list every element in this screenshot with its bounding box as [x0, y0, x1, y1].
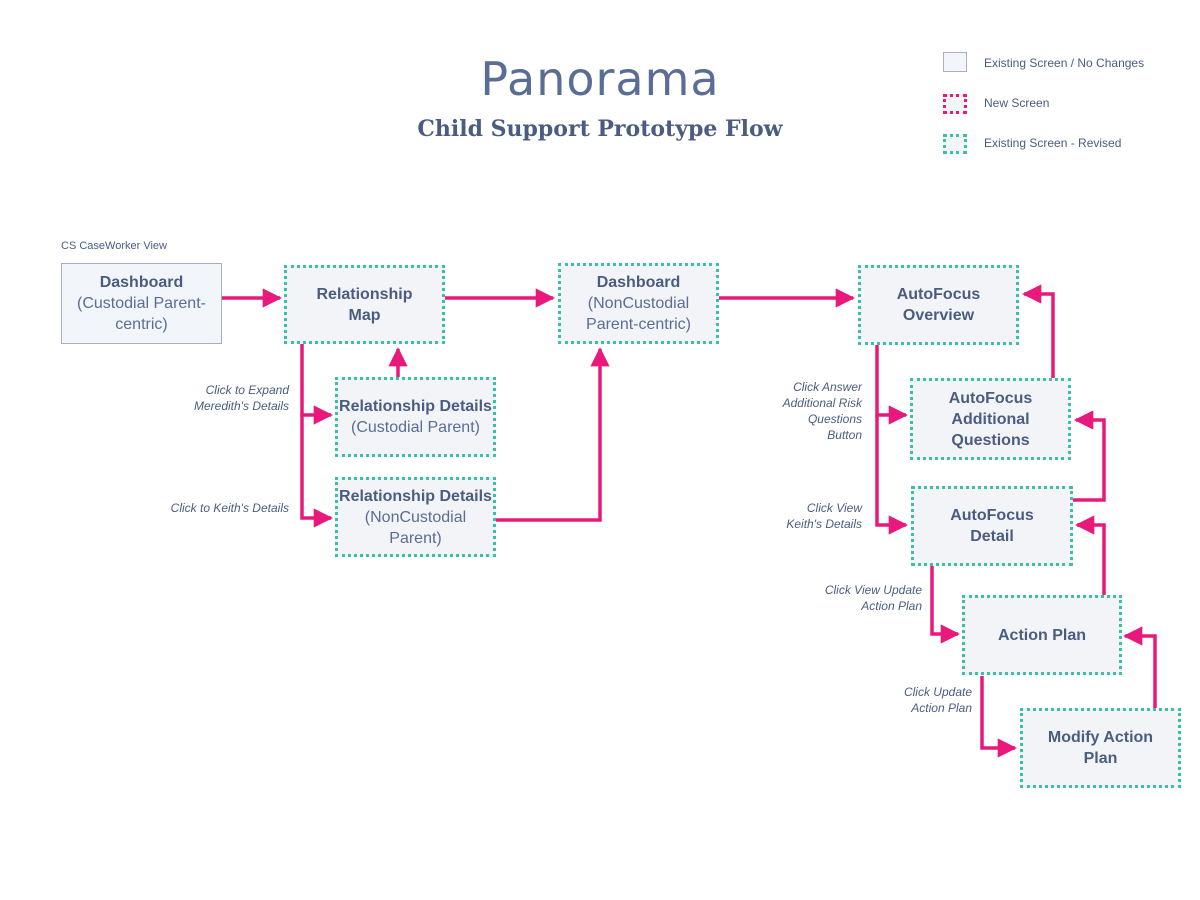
edge-label-view-keith: Click View Keith's Details	[786, 501, 862, 531]
node-dashboard-custodial[interactable]: Dashboard (Custodial Parent-centric)	[61, 263, 222, 344]
node-relationship-map[interactable]: Relationship Map	[284, 265, 445, 344]
arrow-questions-to-overview	[1022, 284, 1055, 378]
node-relationship-details-custodial[interactable]: Relationship Details (Custodial Parent)	[335, 377, 496, 457]
legend-swatch-existing	[943, 52, 967, 72]
diagram-subtitle: Child Support Prototype Flow	[417, 116, 783, 142]
edge-label-expand-meredith: Click to Expand Meredith's Details	[194, 383, 289, 413]
arrow-rel-details-ncp-to-dashboard-ncp	[496, 347, 610, 522]
node-title: Dashboard	[596, 274, 681, 291]
node-title: Dashboard	[99, 274, 184, 291]
arrow-detail-to-questions	[1073, 410, 1106, 502]
legend-swatch-new	[943, 94, 967, 114]
legend-label-existing: Existing Screen / No Changes	[984, 56, 1145, 70]
node-action-plan[interactable]: Action Plan	[962, 595, 1122, 675]
node-title: AutoFocus Detail	[950, 507, 1034, 545]
edge-label-answer-risk: Click Answer Additional Risk Questions B…	[782, 380, 862, 442]
legend-swatch-revised	[943, 134, 967, 154]
arrow-relationship-map-to-rel-details-cp	[300, 344, 333, 425]
node-autofocus-overview[interactable]: AutoFocus Overview	[858, 265, 1019, 345]
arrow-action-plan-to-detail	[1075, 515, 1106, 596]
node-title: Relationship Details	[339, 398, 492, 415]
node-title: Relationship Map	[316, 285, 413, 324]
node-subtitle: (NonCustodial Parent-centric)	[586, 295, 691, 333]
arrow-detail-to-action-plan	[930, 566, 960, 644]
edge-label-update-plan: Click Update Action Plan	[903, 685, 972, 715]
node-relationship-details-noncustodial[interactable]: Relationship Details (NonCustodial Paren…	[335, 477, 496, 557]
diagram-title: Panorama	[480, 52, 720, 106]
caseworker-view-label: CS CaseWorker View	[61, 240, 167, 252]
node-title: AutoFocus Additional Questions	[948, 389, 1033, 449]
node-dashboard-noncustodial[interactable]: Dashboard (NonCustodial Parent-centric)	[558, 263, 719, 344]
arrow-overview-to-questions	[875, 345, 908, 425]
node-autofocus-detail[interactable]: AutoFocus Detail	[911, 486, 1073, 566]
node-subtitle: (Custodial Parent-centric)	[77, 295, 206, 333]
node-subtitle: (NonCustodial Parent)	[364, 508, 467, 547]
node-title: Modify Action Plan	[1047, 729, 1154, 767]
node-modify-action-plan[interactable]: Modify Action Plan	[1020, 708, 1181, 788]
edge-label-view-update-plan: Click View Update Action Plan	[824, 583, 922, 613]
arrow-modify-to-action-plan	[1123, 626, 1157, 708]
arrow-relationship-map-to-rel-details-ncp	[300, 415, 333, 528]
edge-label-keith-details: Click to Keith's Details	[170, 501, 289, 515]
node-title: AutoFocus Overview	[896, 286, 981, 324]
node-title: Relationship Details	[339, 487, 492, 505]
legend-label-revised: Existing Screen - Revised	[984, 136, 1122, 150]
legend-label-new: New Screen	[984, 96, 1050, 110]
node-subtitle: (Custodial Parent)	[351, 419, 480, 436]
arrow-overview-to-detail	[875, 415, 908, 535]
arrow-action-plan-to-modify	[980, 676, 1017, 758]
node-title: Action Plan	[997, 626, 1086, 644]
node-autofocus-additional-questions[interactable]: AutoFocus Additional Questions	[910, 378, 1071, 460]
